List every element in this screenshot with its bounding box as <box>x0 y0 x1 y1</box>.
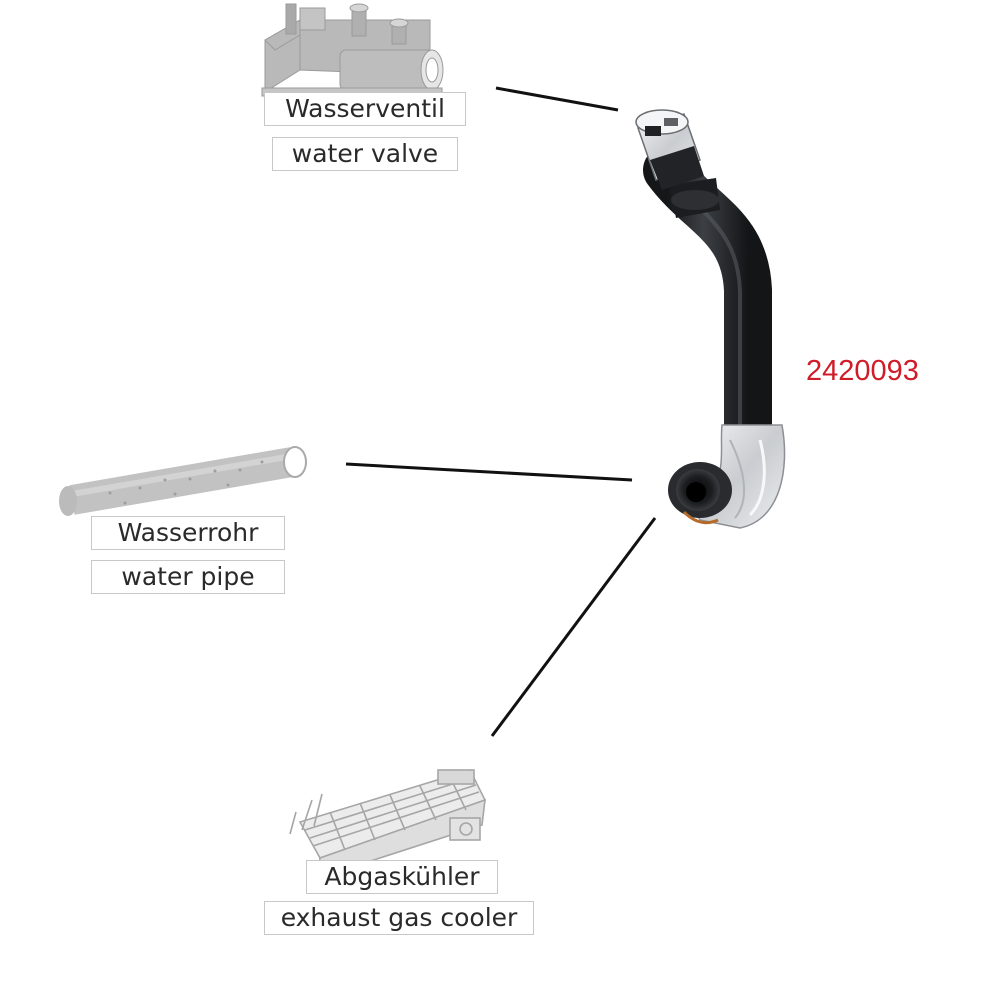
water-valve-label-en: water valve <box>272 137 458 171</box>
water-pipe-label-en: water pipe <box>91 560 285 594</box>
water-pipe-icon <box>59 446 307 516</box>
leader-line-water-pipe <box>345 462 633 482</box>
lower-elbow-fitting <box>668 424 786 529</box>
water-pipe-label-de: Wasserrohr <box>91 516 285 550</box>
exhaust-gas-cooler-icon <box>289 769 487 880</box>
coolant-hose <box>635 109 786 529</box>
part-number: 2420093 <box>806 355 919 387</box>
water-valve-icon <box>261 3 444 97</box>
water-valve-label-de: Wasserventil <box>264 92 466 126</box>
upper-connector <box>635 109 704 190</box>
leader-lines <box>345 86 657 737</box>
exhaust-gas-cooler-label-en: exhaust gas cooler <box>264 901 534 935</box>
leader-line-water-valve <box>495 86 619 112</box>
leader-line-exhaust-gas-cooler <box>490 517 657 737</box>
exhaust-gas-cooler-label-de: Abgaskühler <box>306 860 498 894</box>
